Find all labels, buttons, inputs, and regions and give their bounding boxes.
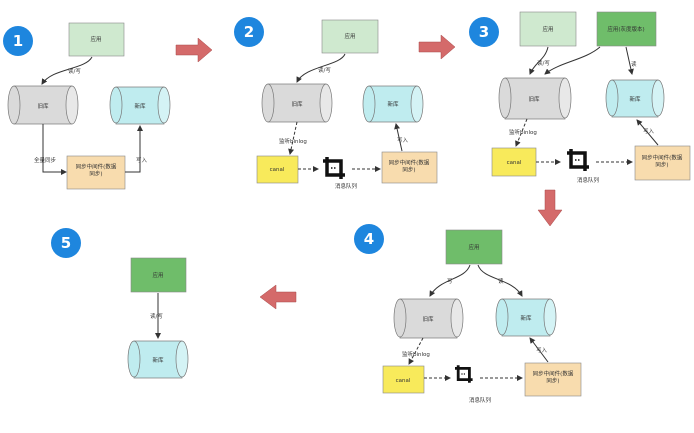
new-db-label: 新库 — [134, 102, 146, 110]
old-db-label: 旧库 — [422, 315, 434, 323]
app-gray-box — [596, 11, 657, 47]
sync-label: 同步中间件(数据同步) — [642, 154, 683, 169]
canal-label: canal — [507, 160, 522, 166]
old-db-label: 旧库 — [37, 102, 49, 110]
step-5: 5 应用 读/写 新库 — [51, 228, 189, 379]
app-box — [519, 11, 577, 47]
old-db-cylinder — [393, 298, 464, 339]
old-db-cylinder — [7, 85, 79, 125]
step-badge-4 — [354, 224, 384, 254]
binlog-label: 监听binlog — [509, 128, 537, 136]
app-box — [68, 22, 125, 57]
canal-label: canal — [270, 167, 285, 173]
new-db-label: 新库 — [387, 100, 399, 108]
sync-middleware-box — [66, 155, 126, 190]
step-badge-5 — [51, 228, 81, 258]
full-sync-label: 全量同步 — [34, 156, 57, 164]
new-db-cylinder — [127, 340, 189, 379]
app-label: 应用 — [152, 271, 163, 279]
message-queue-icon — [453, 363, 475, 385]
new-db-label: 新库 — [629, 95, 641, 103]
app-box — [445, 229, 503, 265]
write-label: 写入 — [136, 157, 148, 164]
mq-label: 消息队列 — [469, 396, 492, 404]
old-db-label: 旧库 — [528, 95, 540, 103]
step-badge-1 — [3, 26, 33, 56]
sync-label: 同步中间件(数据同步) — [389, 159, 430, 174]
new-db-label: 新库 — [152, 356, 164, 364]
app-box — [321, 19, 379, 54]
mq-label: 消息队列 — [335, 182, 358, 190]
step-badge-2 — [234, 17, 264, 47]
app-label: 应用 — [468, 243, 479, 251]
step-2: 2 应用 读/写 旧库 新库 监听binlog canal 消息队列 同步中间件… — [234, 17, 438, 190]
app-gray-label: 应用(灰度版本) — [607, 25, 644, 33]
next-step-arrow — [418, 34, 456, 60]
sync-label: 同步中间件(数据同步) — [533, 370, 574, 385]
next-step-arrow — [175, 37, 213, 63]
message-queue-icon — [321, 155, 347, 181]
app-box — [130, 257, 187, 293]
read-label: 读 — [631, 60, 637, 68]
app-label: 应用 — [90, 35, 101, 43]
old-db-cylinder — [498, 77, 572, 120]
write-path-label: 写 — [447, 278, 453, 285]
old-db-cylinder — [261, 83, 333, 123]
message-queue-icon — [565, 147, 591, 173]
rw-label: 读/写 — [150, 312, 163, 320]
new-db-cylinder — [109, 86, 171, 125]
new-db-cylinder — [605, 79, 665, 118]
canal-box — [491, 147, 537, 177]
next-step-arrow — [537, 189, 563, 227]
step-4: 4 应用 写 读 旧库 新库 监听binlog canal 消息队列 同步中间件… — [354, 224, 582, 404]
canal-label: canal — [396, 378, 411, 384]
mq-label: 消息队列 — [577, 176, 600, 184]
step-badge-3 — [469, 17, 499, 47]
canal-box — [256, 155, 299, 184]
step-number: 3 — [479, 23, 489, 41]
new-db-label: 新库 — [520, 314, 532, 322]
binlog-label: 监听binlog — [279, 137, 307, 145]
app-label: 应用 — [344, 32, 355, 40]
sync-middleware-box — [524, 362, 582, 397]
write-label: 写入 — [536, 347, 548, 354]
read-path-label: 读 — [498, 277, 504, 285]
new-db-cylinder — [495, 298, 557, 337]
rw-label: 读/写 — [68, 67, 81, 75]
binlog-label: 监听binlog — [402, 350, 430, 358]
step-number: 1 — [13, 32, 23, 50]
step-number: 2 — [244, 23, 254, 41]
canal-box — [382, 365, 425, 394]
new-db-cylinder — [362, 85, 424, 123]
next-step-arrow — [259, 284, 297, 310]
sync-middleware-box — [381, 151, 438, 184]
step-number: 5 — [61, 234, 71, 252]
write-label: 写入 — [643, 128, 655, 135]
step-number: 4 — [364, 230, 374, 248]
app-label: 应用 — [542, 25, 553, 33]
sync-middleware-box — [634, 145, 691, 181]
rw-label: 读/写 — [537, 59, 550, 67]
write-label: 写入 — [397, 137, 409, 144]
step-1: 1 应用 读/写 旧库 新库 全量同步 同步中间件(数据同步) 写入 — [3, 22, 171, 190]
sync-label: 同步中间件(数据同步) — [76, 163, 117, 178]
rw-label: 读/写 — [318, 66, 331, 74]
old-db-label: 旧库 — [291, 100, 303, 108]
step-3: 3 应用 应用(灰度版本) 读/写 读 旧库 新库 监听binlog canal… — [469, 11, 691, 184]
